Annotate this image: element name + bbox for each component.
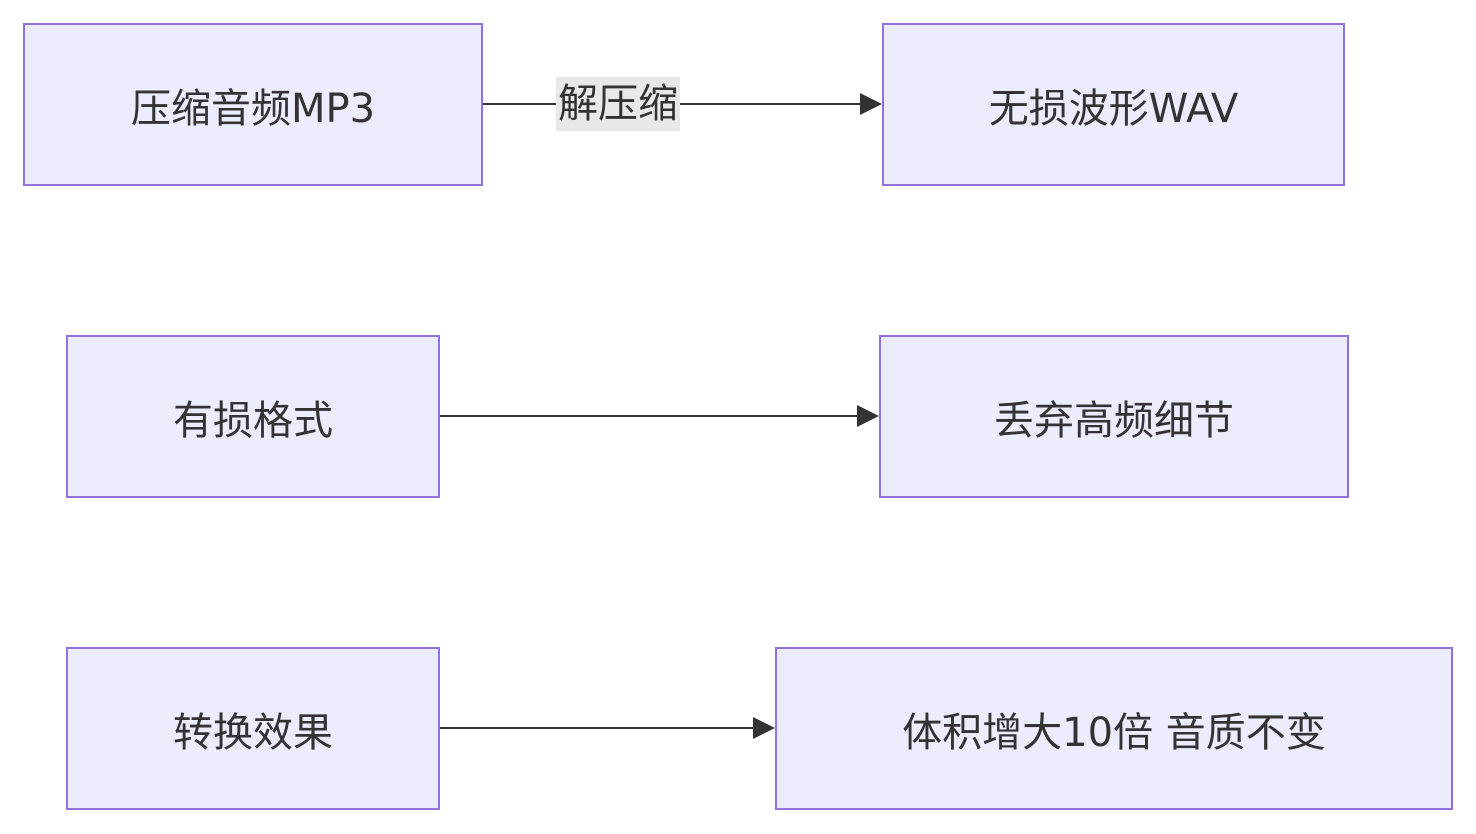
arrowhead-result (753, 717, 775, 739)
node-discard-high-freq: 丢弃高频细节 (879, 335, 1349, 498)
edge-label-decompress: 解压缩 (556, 77, 680, 131)
node-wav: 无损波形WAV (882, 23, 1345, 186)
node-conversion-effect: 转换效果 (66, 647, 440, 810)
arrowhead-wav (860, 93, 882, 115)
node-result: 体积增大10倍 音质不变 (775, 647, 1453, 810)
node-mp3: 压缩音频MP3 (23, 23, 483, 186)
arrowhead-discard (857, 405, 879, 427)
node-lossy-format: 有损格式 (66, 335, 440, 498)
